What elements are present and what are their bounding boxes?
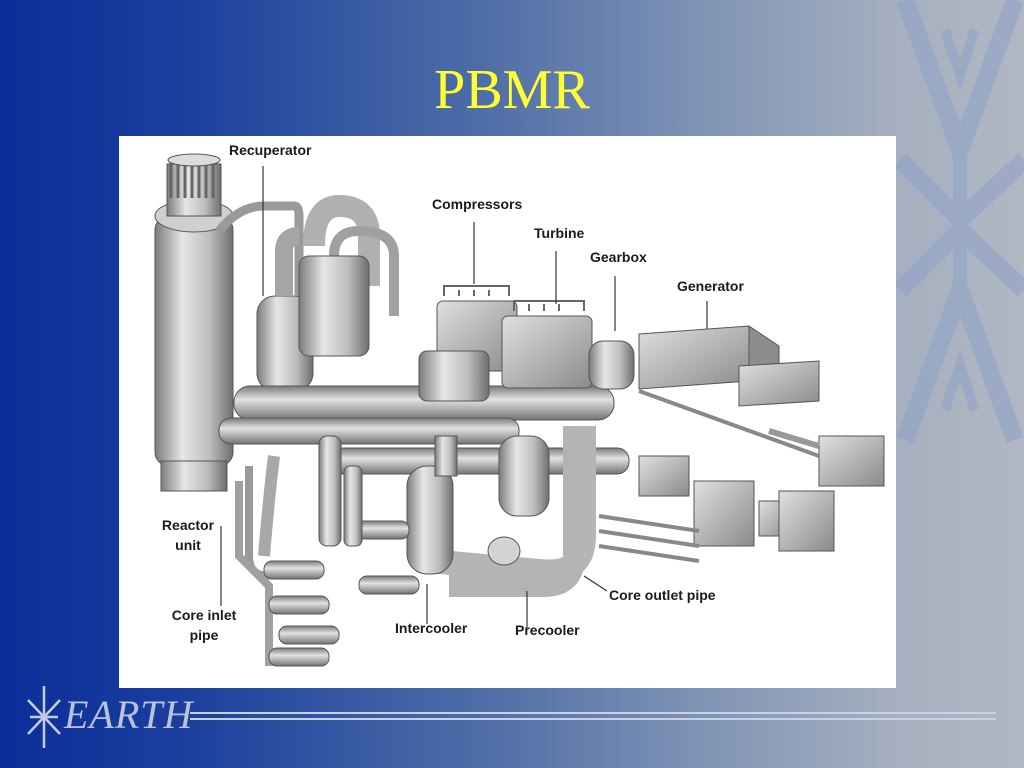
label-turbine: Turbine xyxy=(534,225,585,241)
label-reactor-unit-line2: unit xyxy=(175,537,201,553)
compressor-turbine-train xyxy=(418,285,635,402)
generator-set xyxy=(638,325,885,487)
auxiliary-skids xyxy=(598,389,835,563)
precooler-vessel xyxy=(487,435,550,566)
label-core-outlet-pipe: Core outlet pipe xyxy=(609,587,716,603)
label-gearbox: Gearbox xyxy=(590,249,647,265)
label-precooler: Precooler xyxy=(515,622,580,638)
label-core-inlet-pipe-line2: pipe xyxy=(189,627,219,643)
core-outlet-pipe xyxy=(427,426,596,584)
footer-rule xyxy=(190,712,996,720)
earth-logo-mark xyxy=(27,686,61,748)
label-reactor-unit-line1: Reactor xyxy=(161,517,215,533)
core-inlet-pipework xyxy=(235,435,420,667)
earth-logo-text: EARTH xyxy=(64,692,194,737)
recuperator-vessel xyxy=(215,194,399,392)
background-star-emblem xyxy=(893,0,1024,444)
label-core-inlet-pipe: Core inlet pipe xyxy=(163,605,245,645)
label-generator: Generator xyxy=(677,278,744,294)
callout-leader-lines xyxy=(220,166,708,628)
label-reactor-unit: Reactor unit xyxy=(153,515,223,555)
slide-title: PBMR xyxy=(434,59,590,121)
label-intercooler: Intercooler xyxy=(395,620,468,636)
label-compressors: Compressors xyxy=(432,196,523,212)
reactor-unit-vessel xyxy=(154,153,234,492)
plant-diagram-panel: Recuperator Compressors Turbine Gearbox … xyxy=(119,136,896,688)
label-core-inlet-pipe-line1: Core inlet xyxy=(171,607,237,623)
plant-diagram xyxy=(154,153,885,667)
intercooler-vessel xyxy=(406,435,458,575)
label-recuperator: Recuperator xyxy=(229,142,312,158)
